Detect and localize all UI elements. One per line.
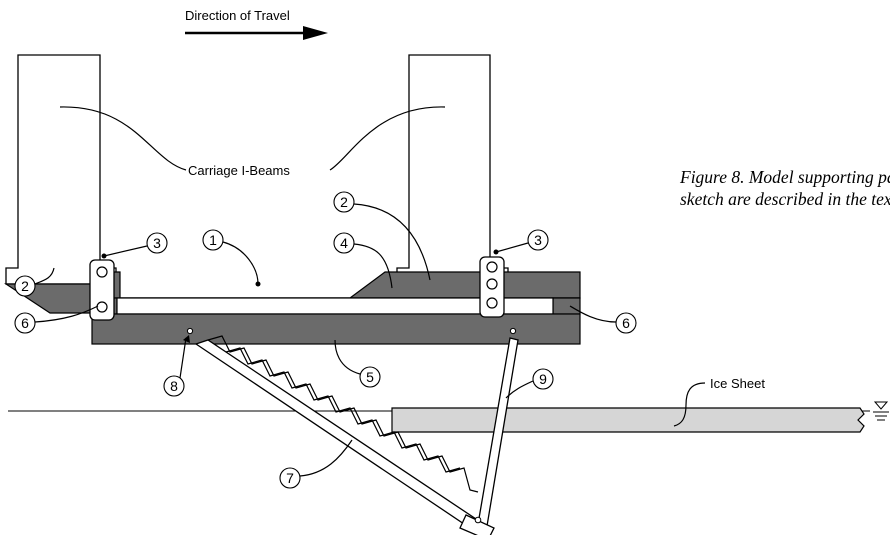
callout-2-left: 2: [21, 278, 29, 294]
callout-6-left: 6: [21, 315, 29, 331]
callout-4-circle: [333, 232, 355, 254]
ice-sheet-label: Ice Sheet: [710, 376, 765, 391]
ice-sheet-leader: [673, 382, 706, 427]
carriage-ibeams-label: Carriage I-Beams: [188, 163, 290, 178]
direction-label: Direction of Travel: [185, 8, 290, 23]
callout-2-left-circle: [14, 275, 36, 297]
caption-line-1: Figure 8. Model supporting pa: [679, 167, 890, 187]
pivot-hole-right: [509, 327, 517, 335]
callout-6-right-circle: [615, 312, 637, 334]
callout-6-right: 6: [622, 315, 630, 331]
callout-7: 7: [286, 470, 294, 486]
inclined-strut: [194, 339, 484, 529]
callout-1: 1: [209, 232, 217, 248]
right-beam-leader: [329, 106, 446, 171]
callout-9-circle: [532, 368, 554, 390]
callout-7-circle: [279, 467, 301, 489]
callout-8-circle: [163, 375, 185, 397]
callout-3-right-circle: [527, 229, 549, 251]
left-clamp: [89, 259, 115, 321]
callout-2-right: 2: [340, 194, 348, 210]
direction-arrow: [185, 26, 328, 40]
water-level-symbol: [873, 401, 889, 421]
callout-6-left-circle: [14, 312, 36, 334]
left-beam-leader: [59, 106, 187, 171]
ice-sheet: [391, 407, 865, 433]
hull-zigzag: [207, 335, 479, 493]
lower-plate: [91, 313, 581, 345]
vertical-strut: [476, 337, 519, 533]
callout-4: 4: [340, 235, 348, 251]
right-i-beam: [396, 54, 509, 285]
callout-3-left-circle: [146, 232, 168, 254]
callout-5: 5: [366, 369, 374, 385]
callout-3-right: 3: [534, 232, 542, 248]
callout-8: 8: [170, 378, 178, 394]
pivot-hole-left: [186, 327, 194, 335]
left-i-beam: [5, 54, 117, 285]
callout-5-circle: [359, 366, 381, 388]
caption-line-2: sketch are described in the tex: [680, 189, 890, 209]
strut-joint-block: [459, 514, 495, 540]
callout-1-circle: [202, 229, 224, 251]
callout-9: 9: [539, 371, 547, 387]
callout-2-right-circle: [333, 191, 355, 213]
main-plate: [92, 271, 581, 299]
callout-3-left: 3: [153, 235, 161, 251]
right-spacer: [552, 297, 581, 315]
